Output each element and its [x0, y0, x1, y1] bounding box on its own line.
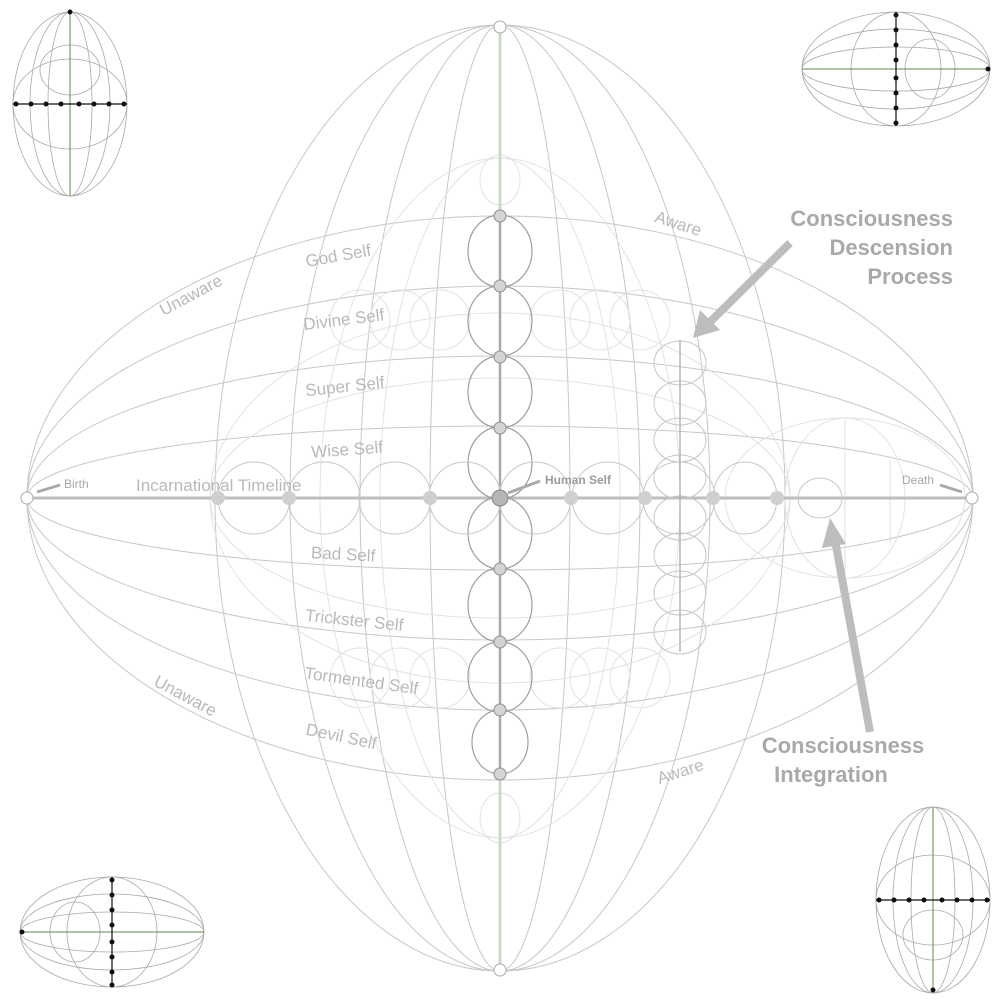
descension-column	[653, 340, 707, 655]
vertical-nodes	[493, 209, 507, 781]
human-self-node	[491, 489, 509, 507]
mini-ovoid-bottom-left	[19, 876, 205, 988]
descension-line-1: Consciousness	[790, 206, 953, 231]
descension-line-2: Descension	[830, 235, 954, 260]
timeline-label: Incarnational Timeline	[136, 476, 301, 495]
faint-lower-bubbles	[329, 647, 671, 844]
birth-label: Birth	[64, 477, 89, 491]
death-label: Death	[902, 473, 934, 487]
mini-ovoid-top-left	[12, 9, 128, 197]
timeline-nodes	[211, 491, 784, 505]
bad-self-label: Bad Self	[311, 543, 376, 565]
integration-line-1: Consciousness	[762, 733, 925, 758]
descension-arrow	[693, 240, 793, 338]
top-pole-node	[493, 20, 507, 34]
descension-callout: Consciousness Descension Process	[790, 206, 953, 289]
unaware-top-label: Unaware	[156, 271, 225, 320]
aware-top-label: Aware	[652, 207, 703, 240]
integration-line-2: Integration	[774, 762, 888, 787]
bottom-pole-node	[493, 963, 507, 977]
integration-callout: Consciousness Integration	[762, 733, 925, 787]
aware-bottom-label: Aware	[655, 755, 706, 788]
unaware-bottom-label: Unaware	[151, 672, 220, 721]
integration-arrow	[822, 518, 874, 733]
mini-ovoid-top-right	[801, 11, 991, 127]
mini-ovoid-bottom-right	[875, 806, 991, 994]
death-node	[965, 491, 979, 505]
human-self-label: Human Self	[545, 473, 612, 487]
descension-line-3: Process	[867, 264, 953, 289]
devil-self-label: Devil Self	[304, 720, 378, 754]
god-self-label: God Self	[304, 241, 373, 271]
faint-upper-bubbles	[329, 154, 671, 351]
trickster-self-label: Trickster Self	[304, 606, 404, 635]
super-self-label: Super Self	[304, 373, 385, 400]
birth-node	[20, 491, 34, 505]
tormented-self-label: Tormented Self	[303, 664, 419, 699]
wise-self-label: Wise Self	[311, 438, 384, 462]
